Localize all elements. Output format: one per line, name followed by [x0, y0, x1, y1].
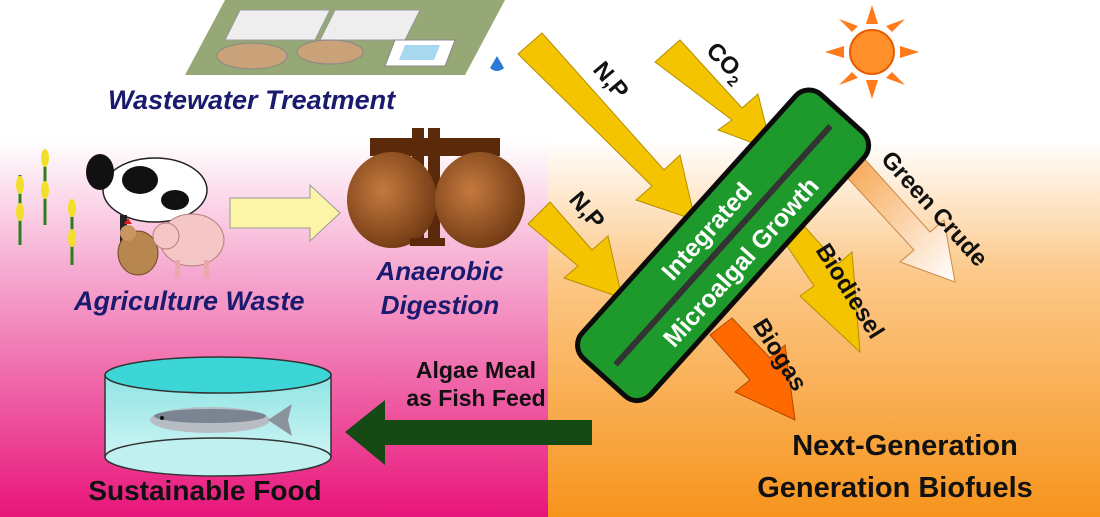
wastewater-plant-icon	[185, 0, 505, 75]
water-drop-icon	[490, 56, 504, 71]
corn-plant-icon	[16, 149, 76, 265]
pig-icon	[152, 213, 225, 278]
biogas-arrow	[709, 317, 796, 421]
green-crude-arrow	[841, 155, 956, 283]
algae-meal-label: Algae Meal	[416, 357, 536, 383]
nextgen-label-line1: Next-Generation	[792, 430, 1018, 462]
fish-feed-label: as Fish Feed	[406, 385, 545, 411]
digester-tanks-icon	[347, 128, 525, 248]
agriculture-label: Agriculture Waste	[73, 286, 305, 316]
sustainable-food-label: Sustainable Food	[88, 475, 321, 506]
chicken-icon	[117, 218, 159, 276]
wastewater-np-arrow	[517, 32, 696, 221]
digester-np-arrow	[527, 201, 623, 299]
fish-feed-arrow	[345, 400, 592, 465]
salmon-icon	[150, 404, 292, 436]
biodiesel-arrow	[784, 226, 861, 354]
waste-to-digester-arrow	[229, 183, 341, 243]
anaerobic-label-line1: Anaerobic	[375, 256, 504, 286]
anaerobic-label-line2: Digestion	[381, 290, 499, 320]
nextgen-label-line2: Generation Biofuels	[757, 472, 1033, 504]
sun-icon	[825, 5, 919, 99]
co2-arrow	[654, 39, 773, 151]
cow-icon	[86, 154, 208, 243]
wastewater-label: Wastewater Treatment	[108, 85, 396, 115]
